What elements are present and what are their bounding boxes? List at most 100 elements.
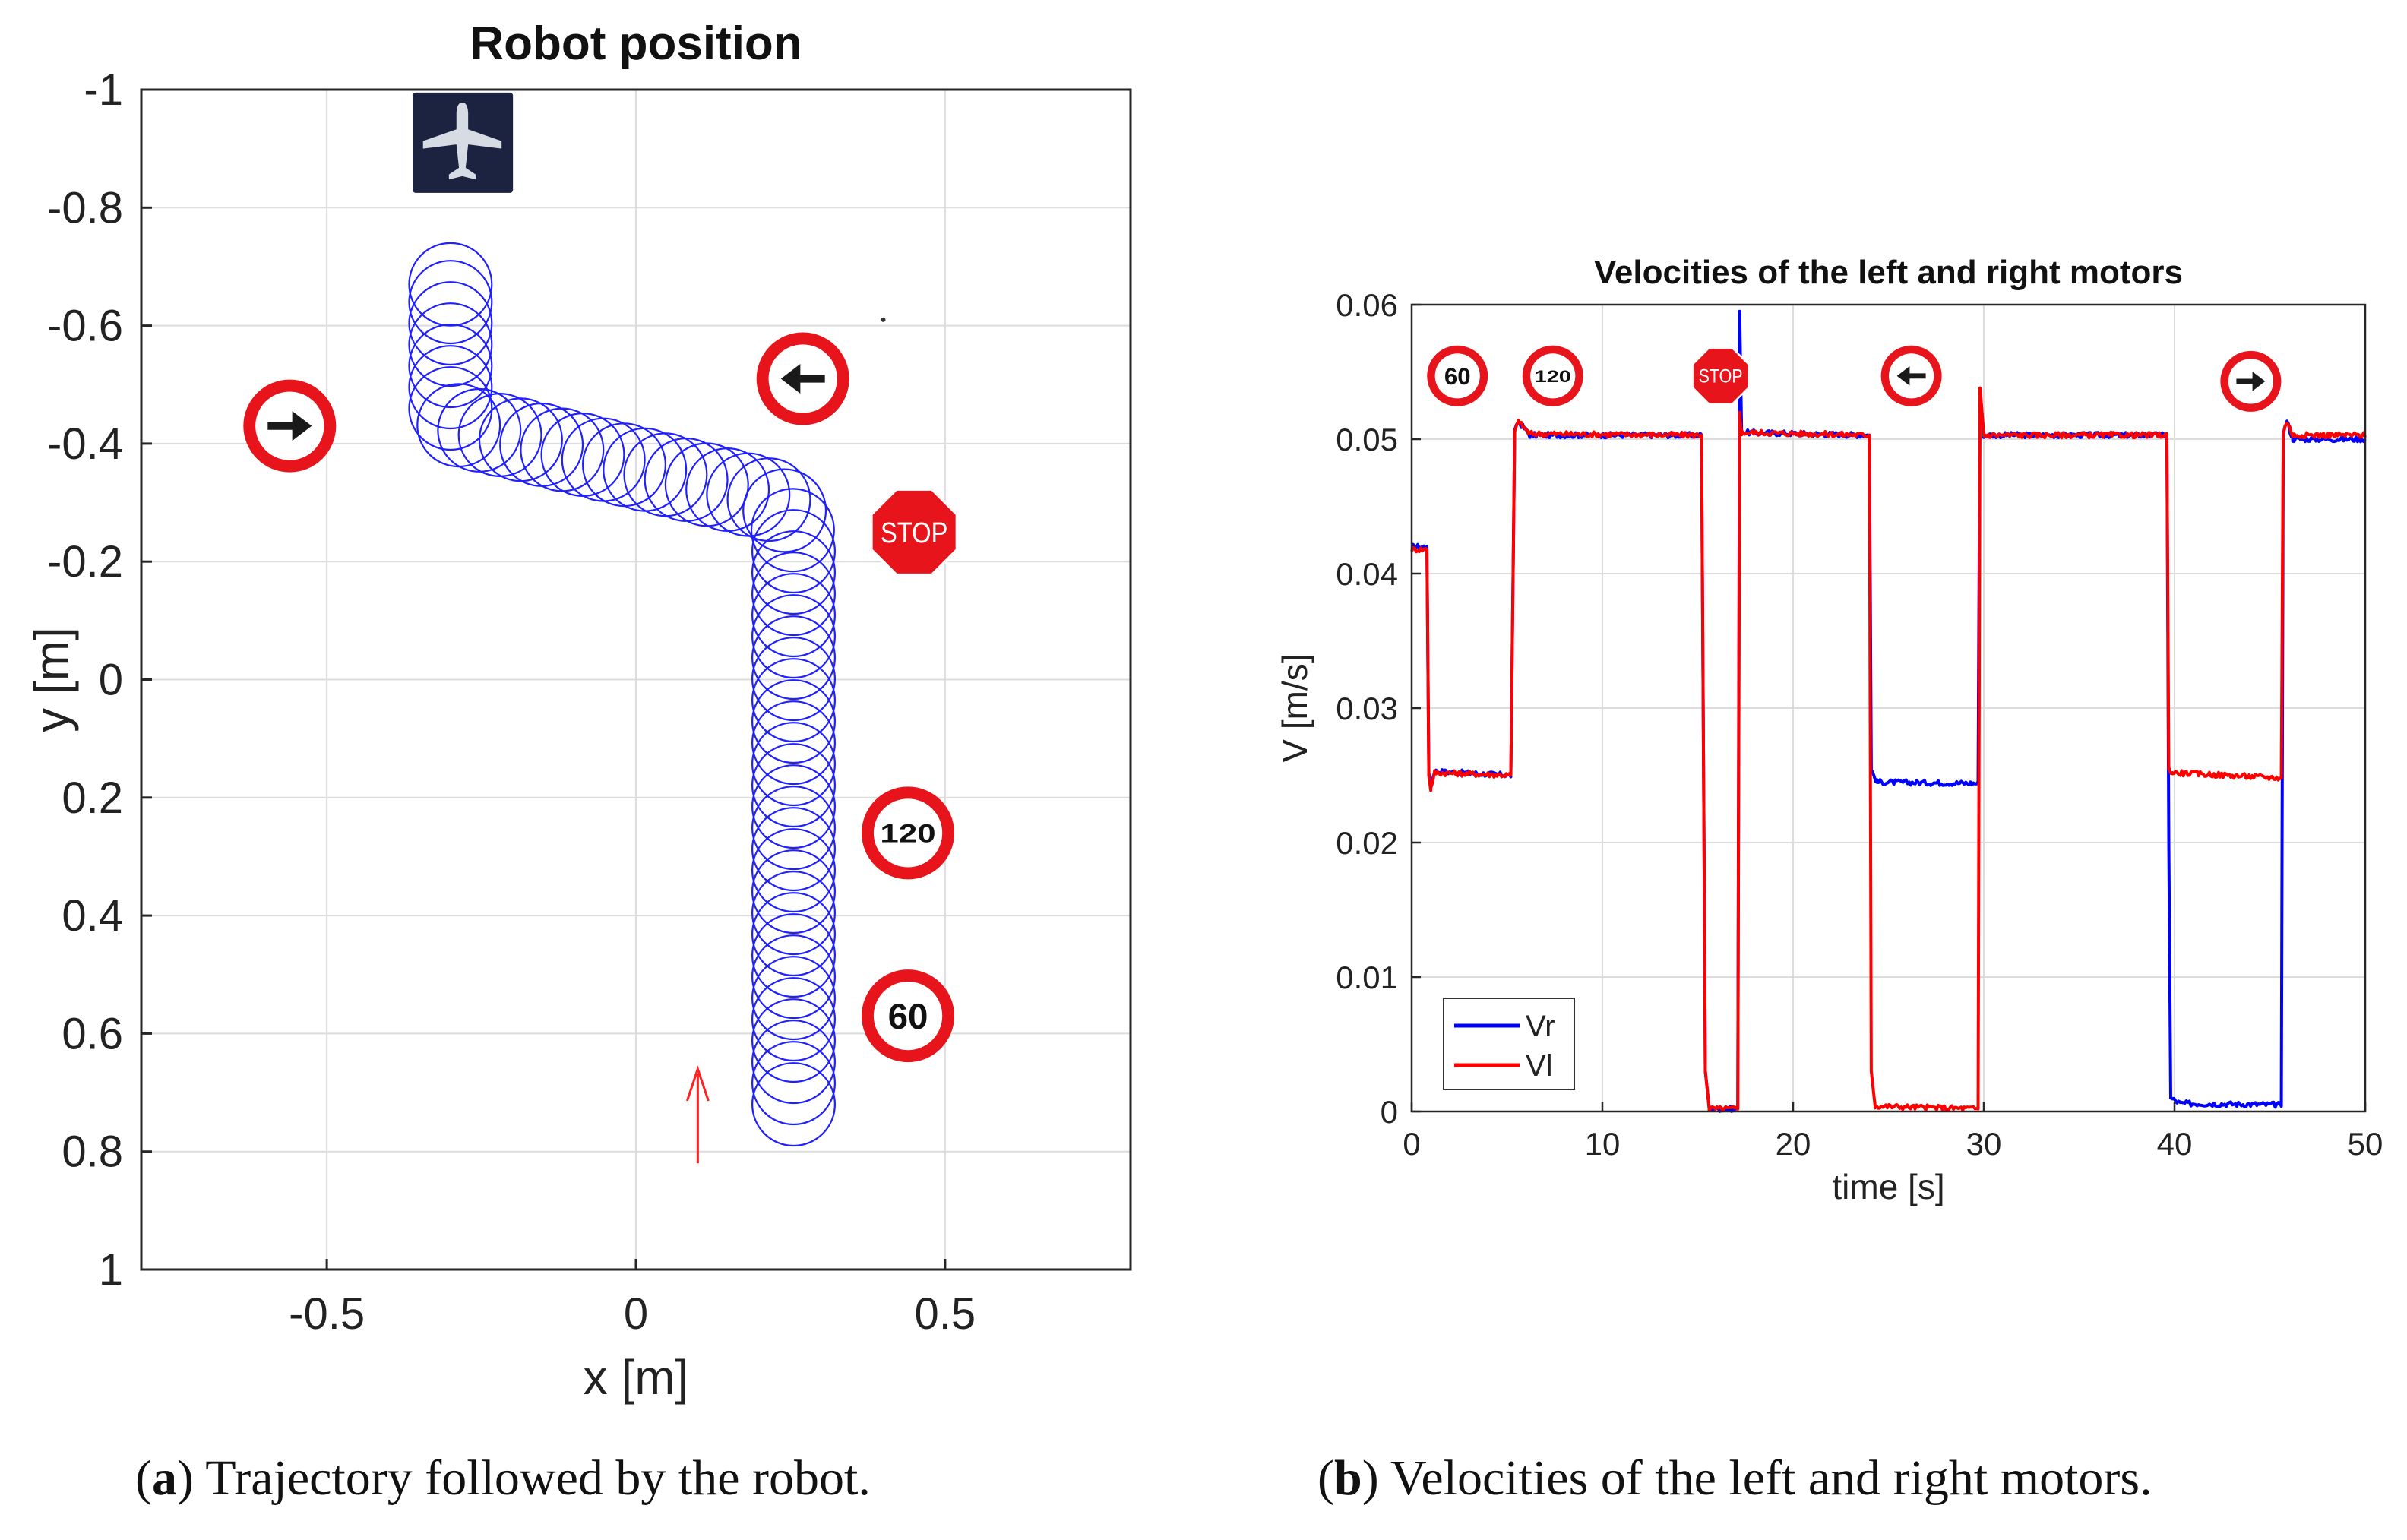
- robot-circle: [751, 552, 836, 637]
- airplane-icon: [422, 103, 502, 180]
- arrow-left-icon: [1896, 366, 1926, 386]
- caption-b-text: Velocities of the left and right motors.: [1378, 1450, 2152, 1506]
- robot-circle: [751, 956, 836, 1041]
- robot-circle: [751, 913, 836, 998]
- robot-circle: [408, 242, 493, 327]
- stop-sign-octagon: [1691, 346, 1750, 405]
- speed-limit-label: 60: [1444, 363, 1471, 390]
- robot-circle: [751, 786, 836, 871]
- stray-dot: [881, 317, 886, 322]
- y-axis-label: y [m]: [24, 627, 79, 732]
- robot-circle: [751, 871, 836, 956]
- caption-b-label: b: [1333, 1450, 1362, 1506]
- robot-circle: [408, 281, 493, 366]
- robot-circle: [751, 573, 836, 658]
- chart_data.0-sign-face: [873, 798, 943, 868]
- y-tick-label: 0: [1381, 1094, 1398, 1130]
- chart_data.0-sign-arrow-right-1: [243, 379, 337, 473]
- robot-circle: [408, 324, 493, 409]
- x-tick-label: 10: [1585, 1126, 1621, 1162]
- legend-label-vl: Vl: [1526, 1049, 1553, 1083]
- robot-circle: [751, 1020, 836, 1105]
- robot-circle: [751, 934, 836, 1020]
- robot-circle: [751, 700, 836, 786]
- y-tick-label: -0.4: [47, 419, 123, 469]
- chart_data.0-sign-airport-0: [413, 92, 514, 193]
- caption-a-label: a: [151, 1450, 177, 1506]
- y-tick-label: -0.8: [47, 183, 123, 232]
- robot-circle: [751, 998, 836, 1083]
- robot-circle: [408, 345, 493, 430]
- x-tick-label: -0.5: [289, 1289, 365, 1339]
- robot-circle: [751, 679, 836, 764]
- speed-limit-label: 60: [888, 997, 928, 1037]
- x-tick-label: 30: [1966, 1126, 2002, 1162]
- x-tick-label: 0: [624, 1289, 648, 1339]
- arrow-left-icon: [780, 363, 825, 394]
- robot-circle: [751, 849, 836, 934]
- chart_data.1-sign-speed-0: 60: [1427, 345, 1488, 406]
- y-tick-label: 0.04: [1336, 556, 1398, 592]
- robot-circles: [408, 242, 836, 1147]
- x-tick-label: 20: [1776, 1126, 1811, 1162]
- robot-circle: [751, 509, 836, 594]
- chart_data.0-sign-stop-3: STOP: [869, 488, 959, 577]
- robot-circle: [751, 764, 836, 849]
- robot-circle: [751, 637, 836, 722]
- x-axis-label: time [s]: [1832, 1167, 1944, 1206]
- robot-circle: [751, 807, 836, 892]
- x-tick-label: 0: [1403, 1126, 1420, 1162]
- robot-circle: [751, 1041, 836, 1126]
- y-tick-label: 0.2: [62, 773, 123, 823]
- robot-circle: [751, 530, 836, 615]
- chart_data.1-sign-face: [1530, 353, 1576, 399]
- stop-sign-octagon: [869, 488, 959, 577]
- caption-a-text: Trajectory followed by the robot.: [193, 1450, 871, 1506]
- chart_data.1-sign-speed-1: 120: [1522, 345, 1583, 406]
- robot-circle: [751, 615, 836, 700]
- x-tick-label: 0.5: [915, 1289, 976, 1339]
- y-tick-label: 0.6: [62, 1009, 123, 1058]
- series-line-vr: [1411, 309, 2367, 1113]
- chart_data.0-sign-speed-4: 120: [862, 786, 955, 880]
- y-tick-label: 0.01: [1336, 960, 1398, 995]
- y-tick-label: 0.05: [1336, 422, 1398, 457]
- caption-a: (a) Trajectory followed by the robot.: [135, 1450, 871, 1506]
- robot-circle: [408, 366, 493, 451]
- legend-label-vr: Vr: [1526, 1010, 1555, 1043]
- chart_data.1-sign-face: [1434, 353, 1480, 399]
- start-arrow-head: [685, 1065, 710, 1102]
- chart-title: Robot position: [470, 17, 802, 70]
- series-line-vl: [1410, 386, 2367, 1113]
- chart_data.0-sign-arrow-left-2: [756, 332, 849, 425]
- y-tick-label: 0: [99, 656, 123, 705]
- y-tick-label: -0.6: [47, 302, 123, 351]
- robot-circle: [742, 468, 827, 553]
- y-tick-label: -0.2: [47, 537, 123, 587]
- robot-circle: [751, 892, 836, 977]
- caption-b: (b) Velocities of the left and right mot…: [1317, 1450, 2152, 1506]
- speed-limit-label: 120: [1535, 367, 1571, 386]
- y-tick-label: 1: [99, 1245, 123, 1295]
- arrow-right-icon: [2236, 372, 2266, 391]
- x-tick-label: 50: [2348, 1126, 2383, 1162]
- y-tick-label: 0.03: [1336, 691, 1398, 726]
- robot-circle: [751, 658, 836, 743]
- speed-limit-label: 120: [880, 820, 935, 849]
- robot-circle: [408, 260, 493, 345]
- chart_data.1-sign-arrow-right-4: [2220, 350, 2282, 412]
- stop-sign-label: STOP: [1699, 367, 1743, 387]
- chart_data.1-sign-arrow-left-3: [1880, 345, 1942, 406]
- chart_data.0-sign-face: [873, 981, 943, 1051]
- y-axis-label: V [m/s]: [1275, 653, 1314, 762]
- stop-sign-label: STOP: [881, 517, 948, 549]
- y-tick-label: 0.06: [1336, 287, 1398, 323]
- robot-circle: [751, 594, 836, 679]
- robot-circle: [751, 722, 836, 807]
- arrow-right-icon: [267, 411, 312, 441]
- legend-box: [1443, 998, 1575, 1090]
- y-tick-label: 0.02: [1336, 825, 1398, 861]
